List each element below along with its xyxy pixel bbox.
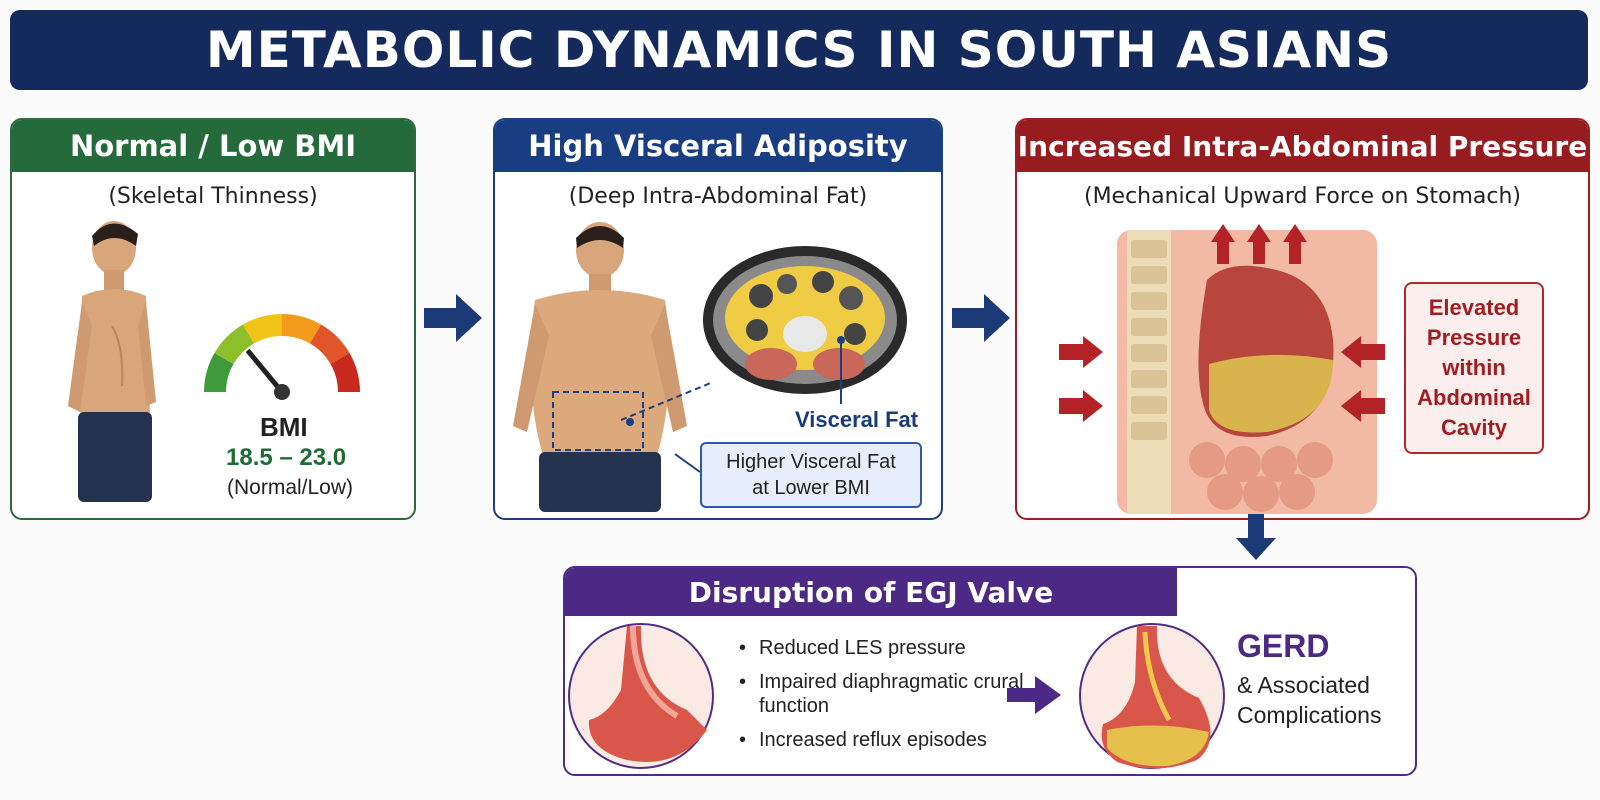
pressure-callout-box: Elevated Pressure within Abdominal Cavit… [1404,282,1544,454]
panel-abdominal-pressure: Increased Intra-Abdominal Pressure (Mech… [1015,118,1590,520]
bmi-note: (Normal/Low) [227,476,354,499]
pressure-line-5: Cavity [1440,415,1508,440]
panel-pressure-subtitle: (Mechanical Upward Force on Stomach) [1083,184,1521,209]
arrow-right-icon [1007,676,1061,714]
visceral-callout-box: Higher Visceral Fat at Lower BMI [700,442,922,508]
bullet-item: Impaired diaphragmatic crural function [735,670,1025,718]
bmi-label: BMI [260,412,308,442]
pressure-line-1: Elevated [1428,295,1520,320]
gerd-line-2: Complications [1237,702,1382,728]
gerd-title: GERD [1237,628,1330,664]
arrow-right-icon [952,294,1010,342]
bmi-gauge [204,314,360,400]
panel-pressure-header: Increased Intra-Abdominal Pressure [1017,120,1588,172]
visceral-fat-label: Visceral Fat [795,407,919,432]
bullet-item: Reduced LES pressure [735,636,1025,660]
gerd-line-1: & Associated [1237,672,1370,698]
panel-normal-subtitle: (Skeletal Thinness) [108,184,318,209]
bullet-item: Increased reflux episodes [735,728,1025,752]
egj-bullet-list: Reduced LES pressure Impaired diaphragma… [735,636,1025,762]
panel-normal-header: Normal / Low BMI [12,120,414,172]
page-title: METABOLIC DYNAMICS IN SOUTH ASIANS [205,21,1393,79]
panel-visceral-header: High Visceral Adiposity [495,120,941,172]
panel-egj-disruption: Disruption of EGJ Valve Reduced LES pres… [563,566,1417,776]
panel-visceral-adiposity: High Visceral Adiposity (Deep Intra-Abdo… [493,118,943,520]
panel-egj-header: Disruption of EGJ Valve [565,568,1177,616]
callout-line-1: Higher Visceral Fat [726,451,896,473]
gauge-segment [214,324,254,364]
bmi-range: 18.5 – 23.0 [226,444,347,471]
thin-man-illustration [68,221,156,502]
ct-scan-cross-section [703,246,907,394]
panel-normal-bmi: Normal / Low BMI (Skeletal Thinness) BMI… [10,118,416,520]
normal-egj-illustration [568,623,714,769]
arrow-right-icon [424,294,482,342]
gauge-segment [243,314,282,344]
gauge-segment [330,353,360,392]
title-banner: METABOLIC DYNAMICS IN SOUTH ASIANS [10,10,1588,90]
pressure-line-3: within [1442,355,1506,380]
gauge-segment [282,314,321,344]
gauge-segment [204,353,234,392]
pressure-line-2: Pressure [1426,325,1522,350]
panel-visceral-subtitle: (Deep Intra-Abdominal Fat) [568,184,868,209]
stomach-pressure-illustration [1059,224,1385,514]
gerd-stomach-illustration [1079,623,1225,769]
gauge-needle [245,348,284,394]
gauge-segment [310,324,350,364]
arrow-down-icon [1236,514,1276,560]
gauge-hub [274,384,290,400]
gerd-subtitle: & Associated Complications [1237,670,1407,730]
callout-line-2: at Lower BMI [752,477,870,499]
pressure-line-4: Abdominal [1417,385,1531,410]
callout-lines [620,340,842,473]
